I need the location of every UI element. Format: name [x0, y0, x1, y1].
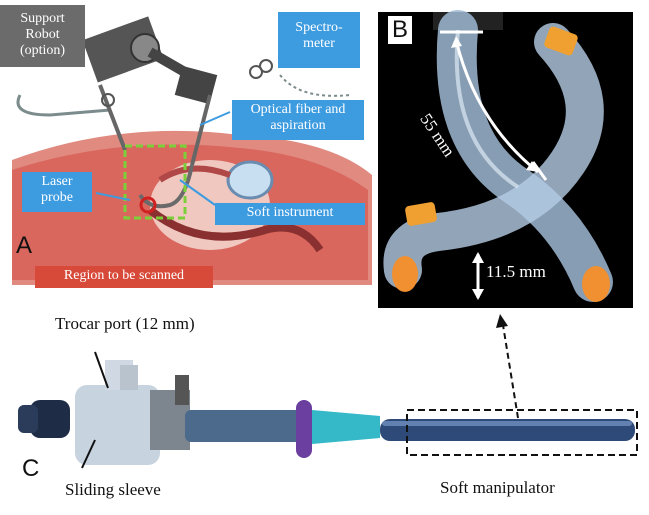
soft-instrument-label: Soft instrument — [215, 203, 365, 225]
panel-b: B 55 mm 11.5 mm — [378, 10, 633, 308]
panel-b-letter: B — [388, 16, 413, 44]
panel-a: Support Robot (option) Spectro- meter Op… — [0, 0, 378, 300]
support-robot-label: Support Robot (option) — [0, 5, 85, 67]
optical-fiber-label: Optical fiber and aspiration — [232, 100, 364, 140]
diameter-measurement-label: 11.5 mm — [486, 262, 546, 281]
panel-c-letter: C — [22, 455, 40, 482]
panel-c: Trocar port (12 mm) Sliding sleeve Soft … — [0, 310, 649, 515]
surgical-scene-illustration — [12, 16, 372, 285]
device-photo — [18, 351, 638, 469]
soft-manipulator-label: Soft manipulator — [440, 478, 555, 497]
panel-a-letter: A — [16, 232, 33, 259]
soft-manipulator-photo — [383, 10, 613, 302]
laser-probe-label: Laser probe — [22, 172, 92, 212]
spectrometer-label: Spectro- meter — [278, 12, 360, 68]
trocar-port-label: Trocar port (12 mm) — [55, 314, 195, 333]
sliding-sleeve-label: Sliding sleeve — [65, 480, 161, 499]
region-label: Region to be scanned — [35, 266, 213, 288]
